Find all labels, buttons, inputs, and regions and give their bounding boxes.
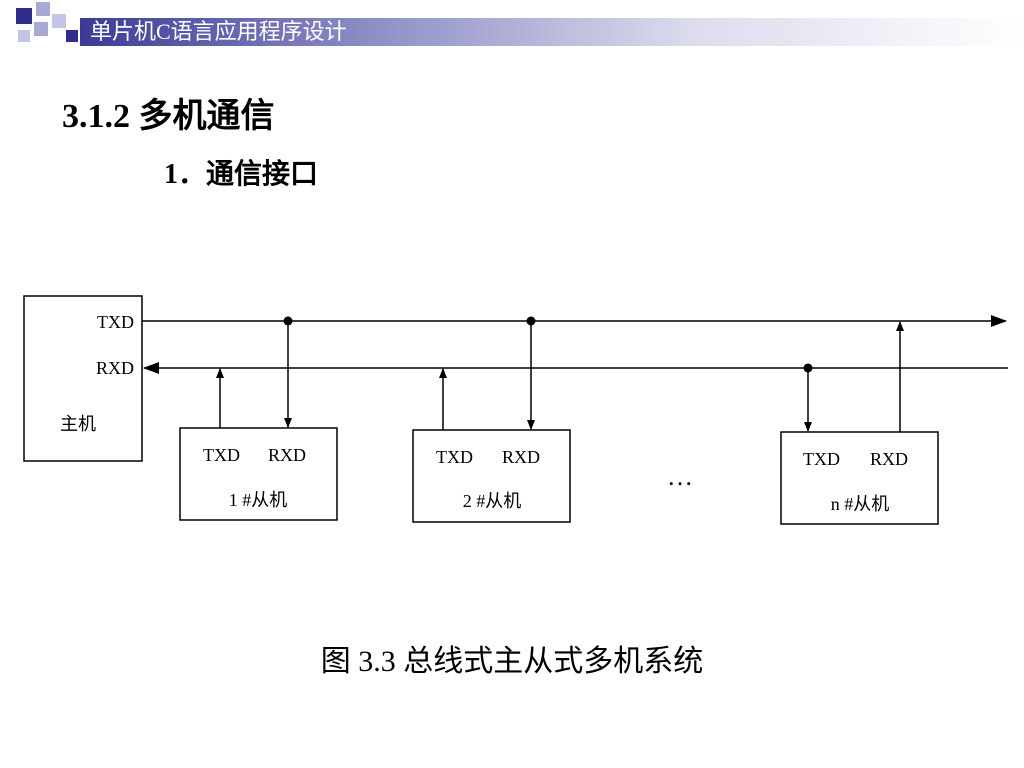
logo-square-dark <box>16 8 32 24</box>
master-rxd-label: RXD <box>96 358 134 378</box>
slave-box-1 <box>179 427 338 521</box>
slave1-rxd-label: RXD <box>268 445 306 465</box>
ellipsis: … <box>667 462 693 491</box>
master-box <box>23 295 143 462</box>
slave2-rxd-label: RXD <box>502 447 540 467</box>
logo-square-dark <box>66 30 78 42</box>
slaven-label: n #从机 <box>831 494 890 514</box>
slave2-txd-label: TXD <box>436 447 473 467</box>
logo-square-light <box>18 30 30 42</box>
slave2-label: 2 #从机 <box>463 491 522 511</box>
logo-square-light <box>36 2 50 16</box>
slave1-label: 1 #从机 <box>229 490 288 510</box>
slave1-txd-label: TXD <box>203 445 240 465</box>
slaven-txd-label: TXD <box>803 449 840 469</box>
subsection-title: 1．通信接口 <box>164 159 319 190</box>
slave-box-2 <box>412 429 571 523</box>
section-title: 3.1.2 多机通信 <box>62 98 275 135</box>
header-title: 单片机C语言应用程序设计 <box>90 19 347 44</box>
logo-square-light <box>52 14 66 28</box>
header-bar: 单片机C语言应用程序设计 <box>0 0 1024 46</box>
header-gradient <box>80 18 1024 46</box>
slaven-rxd-label: RXD <box>870 449 908 469</box>
master-label: 主机 <box>60 414 96 434</box>
figure-caption: 图 3.3 总线式主从式多机系统 <box>320 645 704 678</box>
logo-square-light <box>34 22 48 36</box>
master-txd-label: TXD <box>97 312 134 332</box>
slave-box-n <box>780 431 939 525</box>
bus-diagram: TXD RXD 主机 TXD RXD 1 #从机 TXD RXD 2 #从机 …… <box>23 295 1008 525</box>
